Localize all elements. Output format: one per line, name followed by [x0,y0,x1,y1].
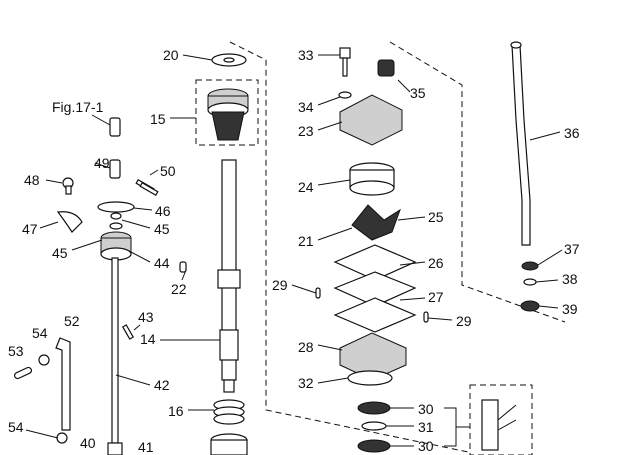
callout-29-left: 29 [272,277,288,293]
callout-30-lower: 30 [418,438,434,454]
callout-49: 49 [94,155,110,171]
callout-24: 24 [298,179,314,195]
callout-39: 39 [562,301,578,317]
callout-33: 33 [298,47,314,63]
callout-21: 21 [298,233,314,249]
callout-36: 36 [564,125,580,141]
callout-31: 31 [418,419,434,435]
linkage-rod-parts [13,337,71,444]
callout-40: 40 [80,435,96,451]
callout-20: 20 [163,47,179,63]
callout-29-right: 29 [456,313,472,329]
callout-53: 53 [8,343,24,359]
callout-22: 22 [171,281,187,297]
callout-50: 50 [160,163,176,179]
callout-47: 47 [22,221,38,237]
callout-25: 25 [428,209,444,225]
callout-52: 52 [64,313,80,329]
callout-45-upper: 45 [154,221,170,237]
figure-reference: Fig.17-1 [52,99,104,115]
callout-23: 23 [298,123,314,139]
water-pump-parts [315,47,429,453]
group-outlines [195,41,566,455]
callout-38: 38 [562,271,578,287]
callout-28: 28 [298,339,314,355]
callout-37: 37 [564,241,580,257]
drive-shaft-parts [179,53,249,455]
callout-48: 48 [24,172,40,188]
callout-54-lower: 54 [8,419,24,435]
callout-34: 34 [298,99,314,115]
leader-lines [25,54,563,447]
callout-44: 44 [154,255,170,271]
callout-41: 41 [138,439,154,455]
water-tube-parts [481,41,540,451]
callout-27: 27 [428,289,444,305]
callout-16: 16 [168,403,184,419]
callout-32: 32 [298,375,314,391]
callout-54-upper: 54 [32,325,48,341]
callout-26: 26 [428,255,444,271]
callout-14: 14 [140,331,156,347]
callout-43: 43 [138,309,154,325]
callout-46: 46 [155,203,171,219]
callout-42: 42 [154,377,170,393]
callout-15: 15 [150,111,166,127]
shift-linkage-parts [56,114,159,455]
callout-35: 35 [410,85,426,101]
callout-labels: Fig.17-1 20 15 33 35 34 23 36 49 50 48 4… [8,47,580,455]
callout-45-lower: 45 [52,245,68,261]
callout-30-upper: 30 [418,401,434,417]
